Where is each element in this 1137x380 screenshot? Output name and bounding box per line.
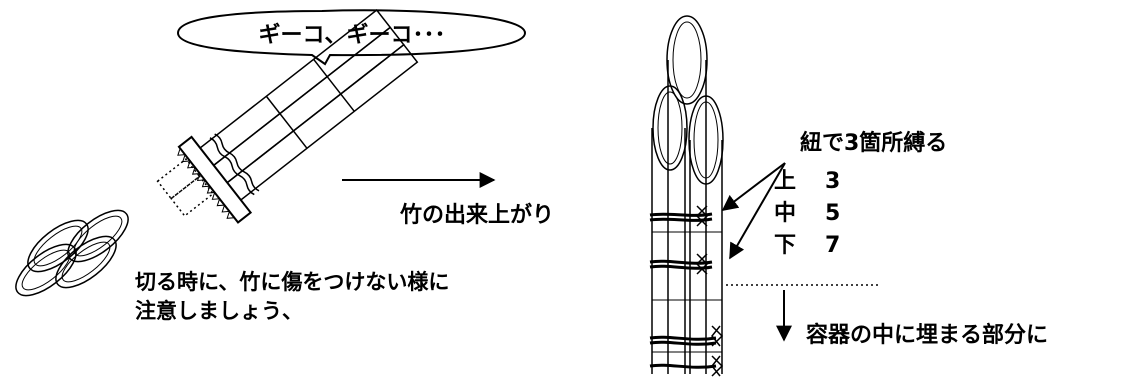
caution-line-2: 注意しましょう、: [135, 299, 303, 323]
bamboo-bundle-tilted: [156, 9, 419, 224]
tie-note-title: 紐で3箇所縛る: [800, 130, 947, 156]
result-label: 竹の出来上がり: [399, 202, 554, 228]
tie-pointer-arrow-upper: [721, 162, 786, 211]
tie-row-top-position: 上: [774, 169, 796, 194]
tie-row-bottom-position: 下: [774, 233, 796, 258]
buried-label: 容器の中に埋まる部分に: [806, 322, 1048, 348]
speech-bubble-text: ギーコ、ギーコ･･･: [258, 23, 445, 48]
bamboo-bundle-upright: [649, 15, 724, 377]
caution-line-1: 切る時に、竹に傷をつけない様に: [135, 270, 449, 294]
bamboo-ends: [15, 209, 129, 297]
tie-row-top-count: 3: [825, 169, 840, 194]
speech-bubble: ギーコ、ギーコ･･･: [176, 9, 527, 66]
tie-note-rows: 上 3 中 5 下 7: [774, 169, 840, 258]
tie-row-middle-count: 5: [825, 201, 840, 226]
tie-pointer-arrow-lower: [729, 162, 786, 260]
tie-row-middle-position: 中: [774, 201, 796, 226]
tie-row-bottom-count: 7: [825, 233, 840, 258]
